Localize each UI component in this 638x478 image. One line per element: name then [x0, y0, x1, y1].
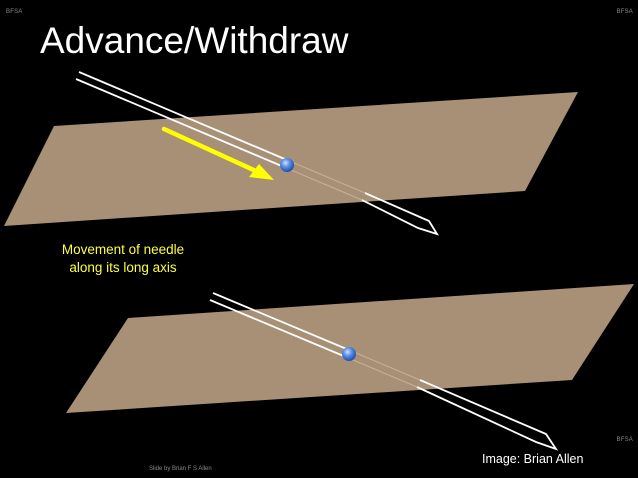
needle-top: [75, 71, 288, 168]
caption-line-1: Movement of needle: [61, 242, 185, 257]
caption-line-2: along its long axis: [69, 260, 177, 275]
top-diagram: [4, 71, 578, 236]
slide-footer: Slide by Brian F S Allen: [149, 466, 212, 472]
slide-title: Advance/Withdraw: [40, 20, 349, 61]
watermark-top-right: BFSA: [616, 9, 633, 15]
watermark-top-left: BFSA: [6, 9, 23, 15]
caption: Movement of needle along its long axis: [44, 241, 202, 277]
needle-bottom: [209, 292, 350, 358]
needle-top-shaft-lower: [361, 192, 440, 236]
needle-bottom-shaft-lower: [416, 379, 559, 451]
needle-tip-marker-top: [280, 158, 294, 172]
needle-bottom-hidden-part: [345, 349, 421, 388]
needle-tip-marker-bottom: [342, 347, 356, 361]
bottom-diagram: [66, 284, 634, 451]
image-credit: Image: Brian Allen: [482, 452, 584, 466]
watermark-bottom-right: BFSA: [616, 437, 633, 443]
tissue-plane-top: [4, 92, 578, 226]
arrow-head-icon: [249, 164, 274, 180]
needle-top-hidden-part: [283, 159, 366, 201]
advance-arrow: [161, 126, 274, 180]
